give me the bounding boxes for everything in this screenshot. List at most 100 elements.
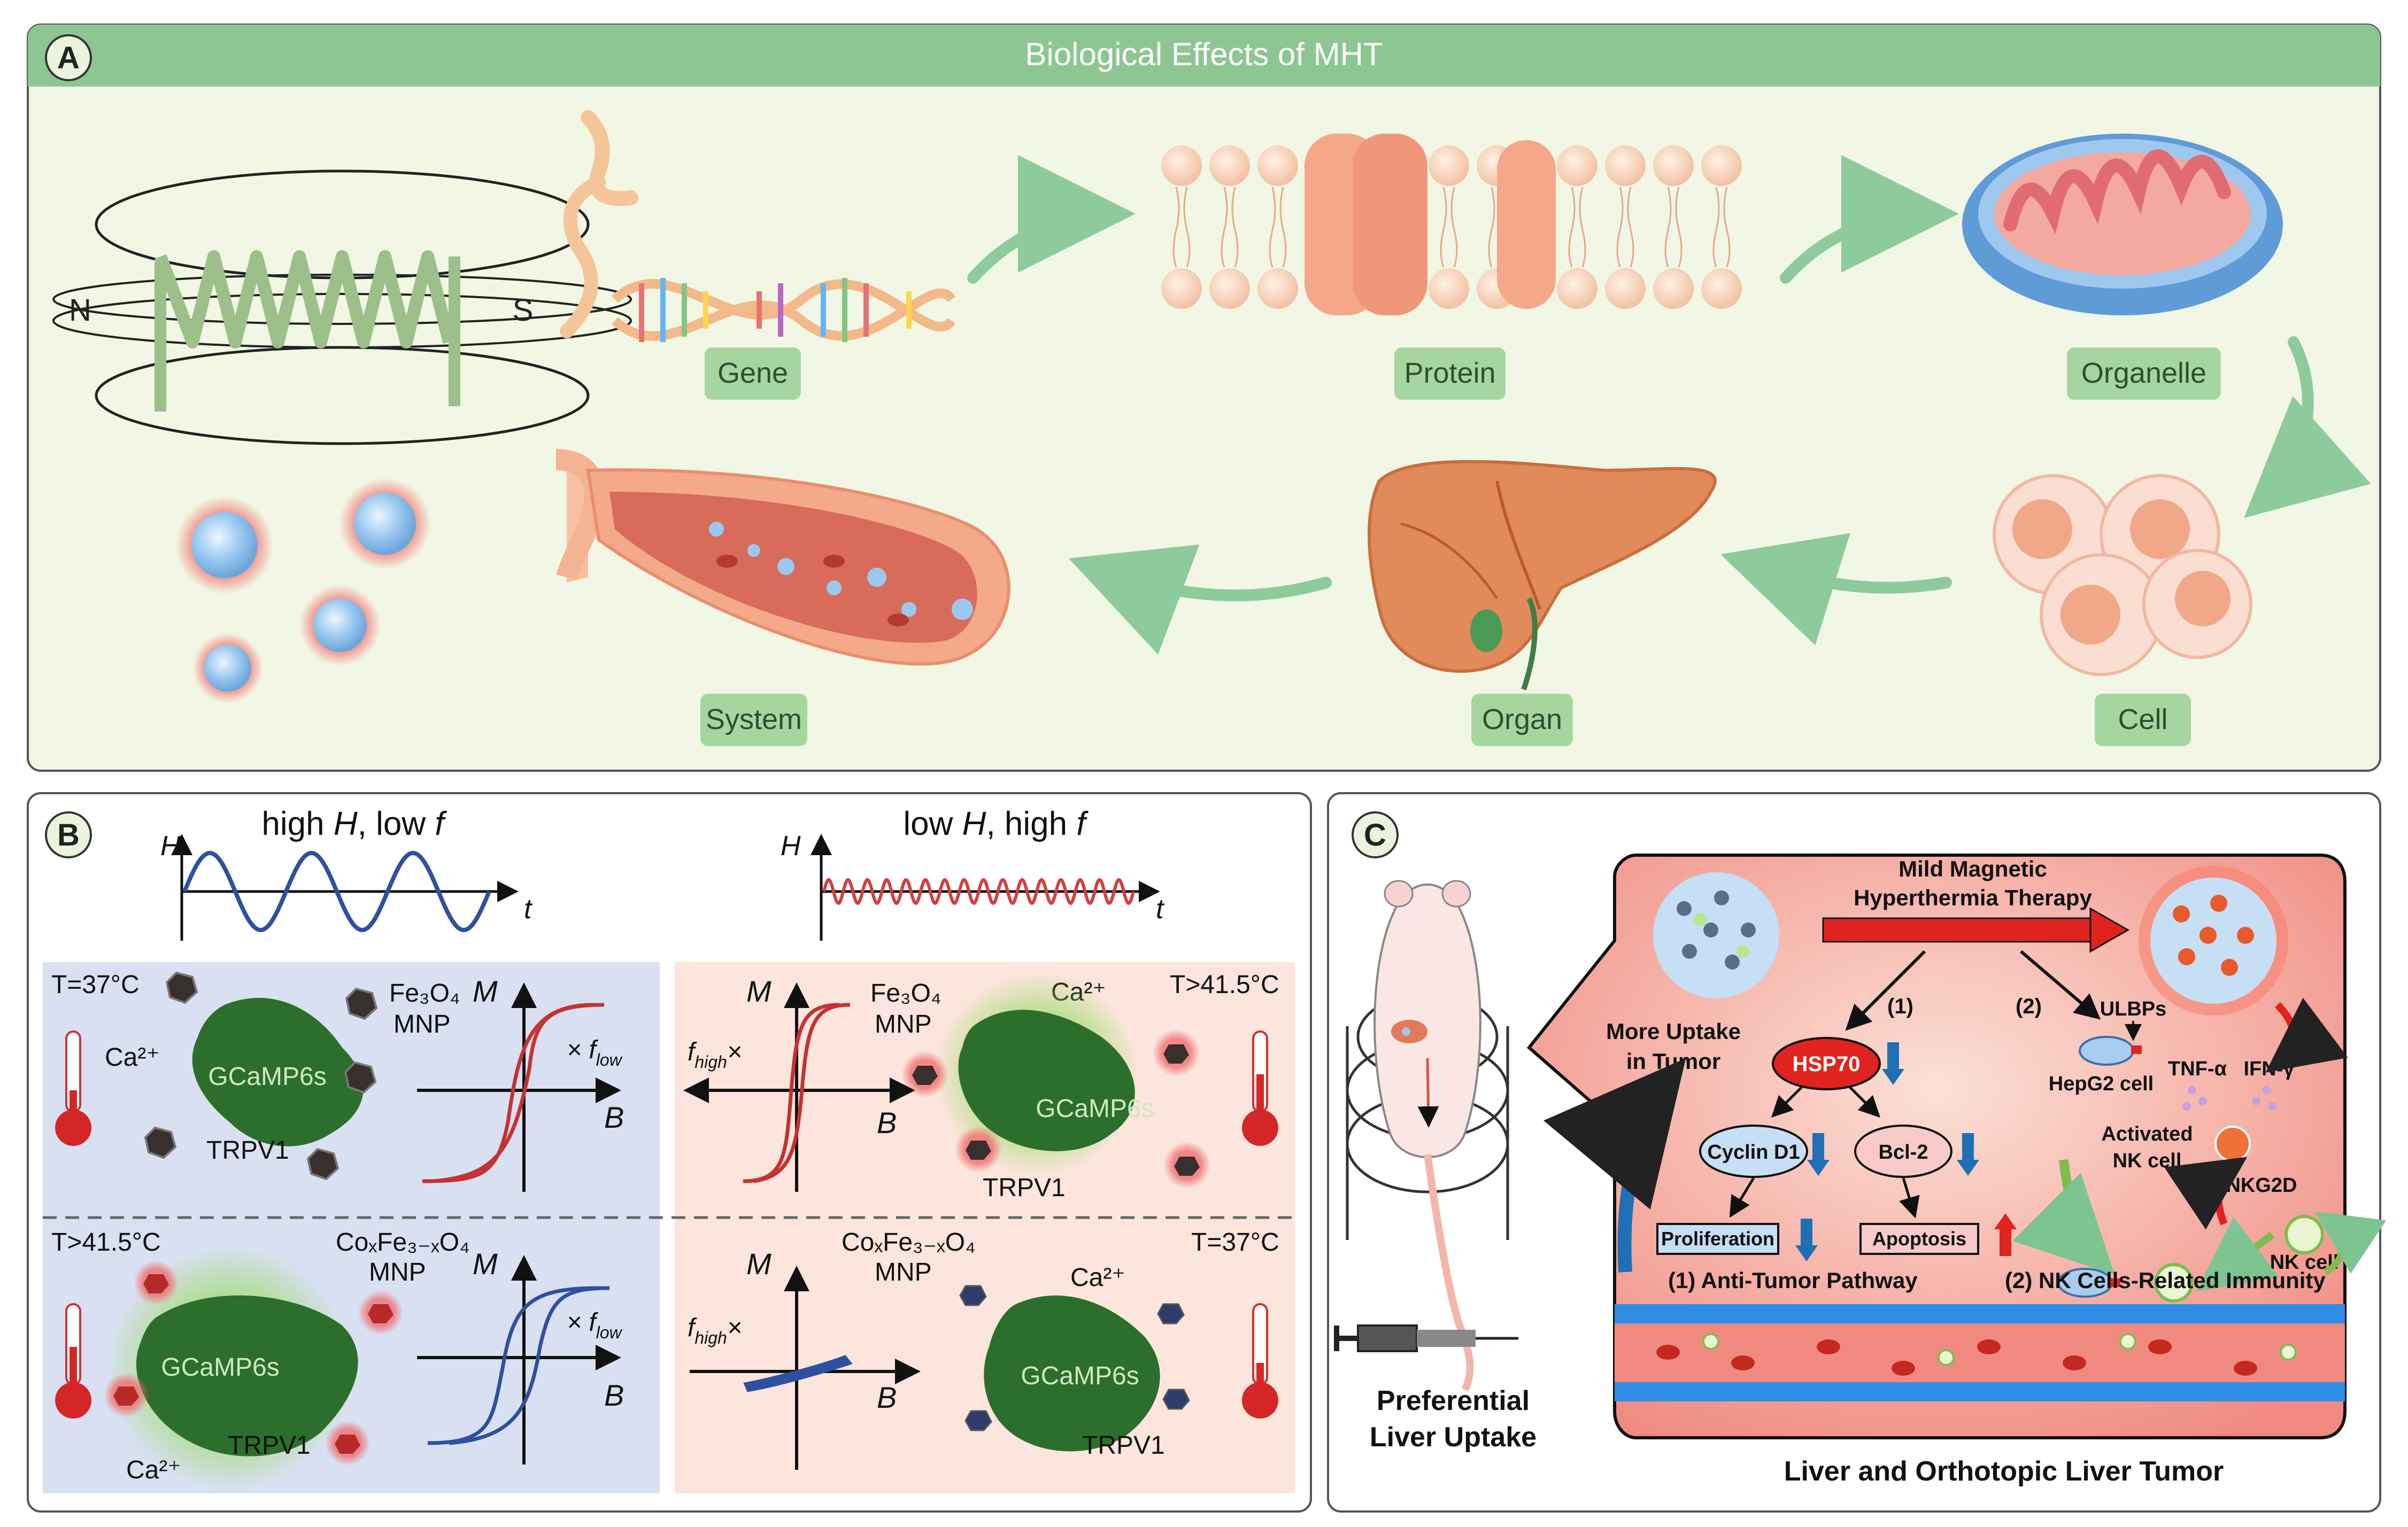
- ifn-label: IFN-γ: [2244, 1058, 2295, 1080]
- q4-calcium: Ca²⁺: [1070, 1264, 1125, 1292]
- q2-axis-b: B: [877, 1106, 897, 1140]
- nanoparticles: [175, 478, 431, 703]
- tumor-callout: Mild Magnetic Hyperthermia Therapy More …: [1526, 854, 2387, 1439]
- more-uptake-line2: in Tumor: [1626, 1049, 1721, 1074]
- lipid-head: [1701, 268, 1742, 309]
- q3-axis-b: B: [604, 1378, 624, 1412]
- syringe-icon: [1334, 1324, 1518, 1352]
- lipid-tail: [1172, 187, 1191, 268]
- lipid-head: [1161, 145, 1202, 186]
- nkg2d-label: NKG2D: [2226, 1174, 2297, 1197]
- stage-label-protein: Protein: [1394, 347, 1506, 400]
- q3-factor: × flow: [567, 1308, 623, 1342]
- lipid-head: [1257, 268, 1298, 309]
- q3-mnp-particles: [104, 1260, 403, 1466]
- high-frequency-wave: [822, 878, 1135, 905]
- activated-nk-line2: NK cell: [2113, 1150, 2182, 1172]
- q1-temperature: T=37°C: [51, 971, 140, 999]
- mitochondrion-illustration: [1962, 134, 2283, 315]
- lipid-head: [1605, 145, 1646, 186]
- q1-axis-b: B: [604, 1100, 624, 1134]
- cyclin-d1-label: Cyclin D1: [1707, 1141, 1800, 1164]
- arrow-organelle-to-cell: [2244, 336, 2371, 518]
- q1-thermometer-icon: [55, 1030, 91, 1146]
- q2-temperature: T>41.5°C: [1170, 971, 1279, 999]
- q3-cell-label: GCaMP6s: [161, 1353, 279, 1382]
- electromagnet-coil: N S: [52, 169, 632, 445]
- tnf-label: TNF-α: [2168, 1058, 2227, 1080]
- hsp70-label: HSP70: [1793, 1052, 1861, 1076]
- q1-channel-label: TRPV1: [206, 1136, 289, 1165]
- vessel-strip: [1615, 1304, 2345, 1401]
- stage-label-cell-text: Cell: [2118, 703, 2167, 735]
- lipid-head: [1429, 145, 1469, 186]
- quadrant-q2: T>41.5°C Fe₃O₄ MNP Ca²⁺ GCaMP6s TRPV1: [683, 971, 1279, 1202]
- ulbps-label: ULBPs: [2100, 998, 2167, 1020]
- lipid-head: [1209, 145, 1250, 186]
- pathway-1-title: (1) Anti-Tumor Pathway: [1668, 1268, 1918, 1293]
- q3-mnp-formula: CoₓFe₃₋ₓO₄: [336, 1228, 470, 1257]
- uptake-arrow: [1543, 1058, 1686, 1273]
- bcl2-node: [1854, 1125, 1952, 1178]
- mouse-illustration: [1346, 880, 1509, 1392]
- waveform-low-h-high-f: low H, high f H t: [781, 805, 1165, 941]
- therapy-label-line2: Hyperthermia Therapy: [1854, 885, 2092, 910]
- q4-thermometer-icon: [1242, 1303, 1278, 1419]
- q4-channel-label: TRPV1: [1082, 1431, 1165, 1460]
- lipid-head: [1557, 268, 1597, 309]
- q4-axis-m: M: [746, 1247, 771, 1281]
- flow-arrows: [967, 155, 2371, 655]
- panel-a: A Biological Effects of MHT N S: [27, 24, 2381, 772]
- lipid-tail: [1221, 187, 1239, 268]
- proliferation-node: [1656, 1223, 1779, 1255]
- more-uptake-line1: More Uptake: [1606, 1019, 1741, 1044]
- cytokine-dots: [2182, 1086, 2276, 1111]
- panel-c-letter: C: [1364, 818, 1386, 852]
- proliferation-label: Proliferation: [1661, 1228, 1774, 1250]
- stage-label-gene-text: Gene: [717, 357, 788, 389]
- q4-mnp-label: MNP: [875, 1258, 932, 1286]
- blood-vessel-illustration: [555, 449, 1010, 666]
- q3-channel-label: TRPV1: [228, 1431, 311, 1460]
- panel-c-caption: Liver and Orthotopic Liver Tumor: [1784, 1456, 2224, 1487]
- lipid-tail: [1440, 187, 1458, 268]
- q1-hysteresis-plot: M B × flow: [417, 974, 624, 1192]
- cell-cluster-illustration: [1993, 474, 2252, 676]
- lipid-head: [1557, 145, 1597, 186]
- quadrant-q1: T=37°C Fe₃O₄ MNP Ca²⁺ GCaMP6s TRPV1: [51, 971, 624, 1192]
- liver-organ-illustration: [1368, 460, 1717, 691]
- lipid-tail: [1616, 187, 1634, 268]
- bcl2-label: Bcl-2: [1879, 1141, 1928, 1164]
- q1-factor: × flow: [567, 1036, 623, 1069]
- q4-mnp-formula: CoₓFe₃₋ₓO₄: [842, 1228, 976, 1257]
- panel-c: C Preferential Liver Uptake: [1327, 792, 2387, 1513]
- stage-label-protein-text: Protein: [1404, 357, 1495, 389]
- q1-axis-m: M: [473, 974, 498, 1008]
- axis-t-label-left: t: [524, 894, 533, 925]
- q2-thermometer-icon: [1242, 1030, 1278, 1146]
- lipid-head: [1429, 268, 1469, 309]
- q2-cell-label: GCaMP6s: [1036, 1095, 1154, 1123]
- stage-label-system: System: [700, 694, 807, 746]
- hepg2-cell-icon: [2079, 1036, 2134, 1066]
- magnet-south-label: S: [513, 293, 534, 328]
- q2-factor: fhigh×: [688, 1038, 742, 1072]
- apoptosis-node: [1859, 1223, 1979, 1255]
- preferential-uptake-line2: Liver Uptake: [1370, 1422, 1537, 1453]
- panel-b: B high H, low f H t low H, high f H t T=…: [27, 792, 1312, 1513]
- cyclin-d1-node: [1699, 1125, 1808, 1178]
- apoptosis-label: Apoptosis: [1872, 1228, 1966, 1250]
- activated-nk-line1: Activated: [2101, 1123, 2193, 1145]
- axis-h-label-right: H: [781, 831, 801, 862]
- lipid-tail: [1568, 187, 1586, 268]
- hsp70-down-arrow: [1887, 1042, 1899, 1069]
- q4-mnp-particles: [959, 1285, 1190, 1431]
- lipid-tail: [1664, 187, 1682, 268]
- lipid-head: [1161, 268, 1202, 309]
- q4-cell-label: GCaMP6s: [1021, 1362, 1139, 1390]
- arrow-organ-to-system: [1068, 544, 1332, 655]
- dna-helix-illustration: [560, 110, 956, 342]
- pathway-2-marker: (2): [2016, 995, 2042, 1018]
- stage-label-organelle-text: Organelle: [2081, 357, 2206, 389]
- pathway-2-title: (2) NK Cells-Related Immunity: [2005, 1268, 2326, 1293]
